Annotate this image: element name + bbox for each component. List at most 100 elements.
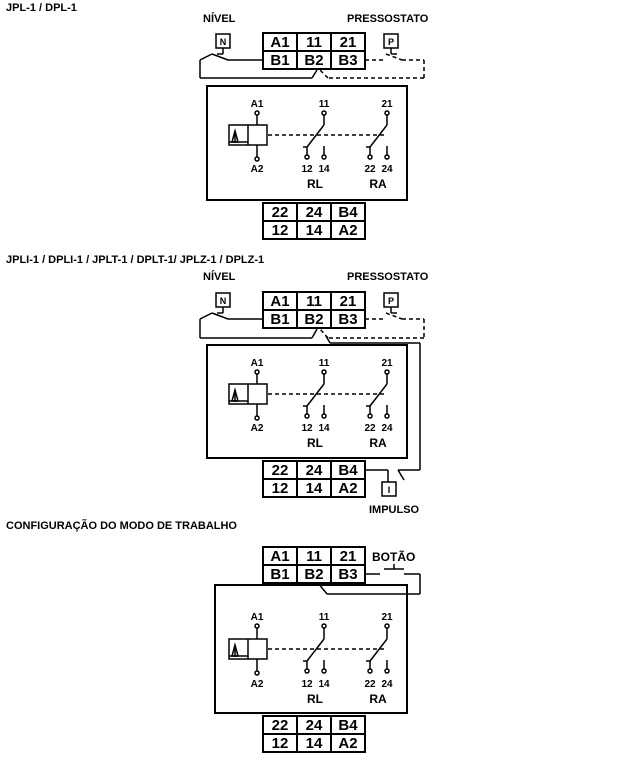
terminal-a1: A1 [270, 34, 289, 51]
contact-ra [366, 369, 390, 419]
terminal-a1: A1 [270, 293, 289, 310]
contact-24-label: 24 [381, 679, 393, 690]
terminal-a2: A2 [338, 222, 357, 239]
terminal-b3: B3 [338, 566, 357, 583]
terminal-24: 24 [306, 462, 323, 479]
contact-11-label: 11 [319, 612, 330, 623]
terminal-21: 21 [340, 548, 357, 565]
impulso-wiring [325, 335, 421, 482]
diagram-1-title: JPL-1 / DPL-1 [6, 2, 77, 14]
nivel-label: NÍVEL [203, 270, 236, 283]
terminal-b1: B1 [270, 52, 289, 69]
contact-22-label: 22 [364, 423, 376, 434]
contact-24-label: 24 [381, 164, 393, 175]
terminal-11: 11 [306, 34, 322, 51]
nivel-label: NÍVEL [203, 12, 236, 25]
coil-label-a1: A1 [251, 358, 264, 369]
contact-rl [303, 369, 327, 419]
contact-11-label: 11 [319, 358, 330, 369]
contact-rl-name: RL [307, 177, 323, 191]
contact-22-label: 22 [364, 679, 376, 690]
terminal-b4: B4 [338, 462, 358, 479]
impulso-label: IMPULSO [369, 504, 420, 516]
terminal-22: 22 [272, 462, 289, 479]
contact-rl-name: RL [307, 436, 323, 450]
impulso-symbol: I [388, 485, 391, 495]
contact-ra [366, 110, 390, 160]
contact-rl-name: RL [307, 692, 323, 706]
coil-label-a2: A2 [251, 679, 264, 690]
pressostato-switch-icon [383, 33, 399, 55]
top-terminal-block [262, 32, 366, 70]
wiring-diagram-1: A1 11 21 B1 B2 B3 22 24 B4 12 14 A2 A1 A… [199, 12, 429, 240]
terminal-b2: B2 [304, 311, 323, 328]
terminal-a1: A1 [270, 548, 289, 565]
terminal-24: 24 [306, 717, 323, 734]
terminal-a2: A2 [338, 480, 357, 497]
diagram-2-title: JPLI-1 / DPLI-1 / JPLT-1 / DPLT-1/ JPLZ-… [6, 254, 265, 266]
terminal-b4: B4 [338, 204, 358, 221]
contact-ra-name: RA [369, 177, 387, 191]
top-terminal-block [262, 291, 366, 329]
wiring-diagram-2: A1 11 21 B1 B2 B3 22 24 B4 12 14 A2 A1 A… [199, 270, 429, 516]
contact-ra-name: RA [369, 692, 387, 706]
terminal-21: 21 [340, 293, 357, 310]
nivel-symbol: N [220, 37, 227, 47]
terminal-12: 12 [272, 222, 289, 239]
nivel-symbol: N [220, 296, 227, 306]
contact-22-label: 22 [364, 164, 376, 175]
contact-11-label: 11 [319, 99, 330, 110]
terminal-14: 14 [306, 222, 323, 239]
coil-label-a2: A2 [251, 164, 264, 175]
pressostato-dashed-wiring [319, 53, 425, 79]
nivel-switch-icon [199, 292, 318, 339]
terminal-24: 24 [306, 204, 323, 221]
terminal-b2: B2 [304, 52, 323, 69]
pressostato-label: PRESSOSTATO [347, 271, 429, 283]
terminal-b1: B1 [270, 311, 289, 328]
top-terminal-block [262, 546, 366, 584]
coil-label-a1: A1 [251, 99, 264, 110]
contact-21-label: 21 [381, 99, 393, 110]
contact-12-label: 12 [301, 679, 313, 690]
coil-label-a1: A1 [251, 612, 264, 623]
terminal-b3: B3 [338, 311, 357, 328]
contact-21-label: 21 [381, 612, 393, 623]
pressostato-dashed-wiring [319, 312, 425, 339]
terminal-22: 22 [272, 717, 289, 734]
contact-12-label: 12 [301, 164, 313, 175]
pressostato-symbol: P [388, 296, 394, 306]
pressostato-label: PRESSOSTATO [347, 13, 429, 25]
nivel-switch-icon [199, 33, 318, 79]
terminal-12: 12 [272, 480, 289, 497]
contact-12-label: 12 [301, 423, 313, 434]
contact-14-label: 14 [318, 423, 330, 434]
terminal-21: 21 [340, 34, 357, 51]
terminal-b2: B2 [304, 566, 323, 583]
terminal-b1: B1 [270, 566, 289, 583]
contact-24-label: 24 [381, 423, 393, 434]
terminal-11: 11 [306, 548, 322, 565]
relay-body [214, 584, 408, 714]
coil [228, 369, 268, 421]
relay-body [206, 344, 408, 459]
bottom-terminal-block [262, 715, 366, 753]
diagram-3-title: CONFIGURAÇÃO DO MODO DE TRABALHO [6, 520, 237, 532]
contact-14-label: 14 [318, 679, 330, 690]
wiring-diagram-3: A1 11 21 B1 B2 B3 22 24 B4 12 14 A2 A1 A… [214, 546, 421, 753]
terminal-b3: B3 [338, 52, 357, 69]
terminal-b4: B4 [338, 717, 358, 734]
relay-body [206, 85, 408, 201]
terminal-14: 14 [306, 480, 323, 497]
pressostato-symbol: P [388, 37, 394, 47]
contact-ra [366, 623, 390, 674]
terminal-14: 14 [306, 735, 323, 752]
coil [228, 623, 268, 676]
botao-label: BOTÃO [372, 549, 415, 564]
contact-ra-name: RA [369, 436, 387, 450]
terminal-22: 22 [272, 204, 289, 221]
contact-21-label: 21 [381, 358, 393, 369]
coil [228, 110, 268, 162]
bottom-terminal-block [262, 202, 366, 240]
contact-rl [303, 623, 327, 674]
